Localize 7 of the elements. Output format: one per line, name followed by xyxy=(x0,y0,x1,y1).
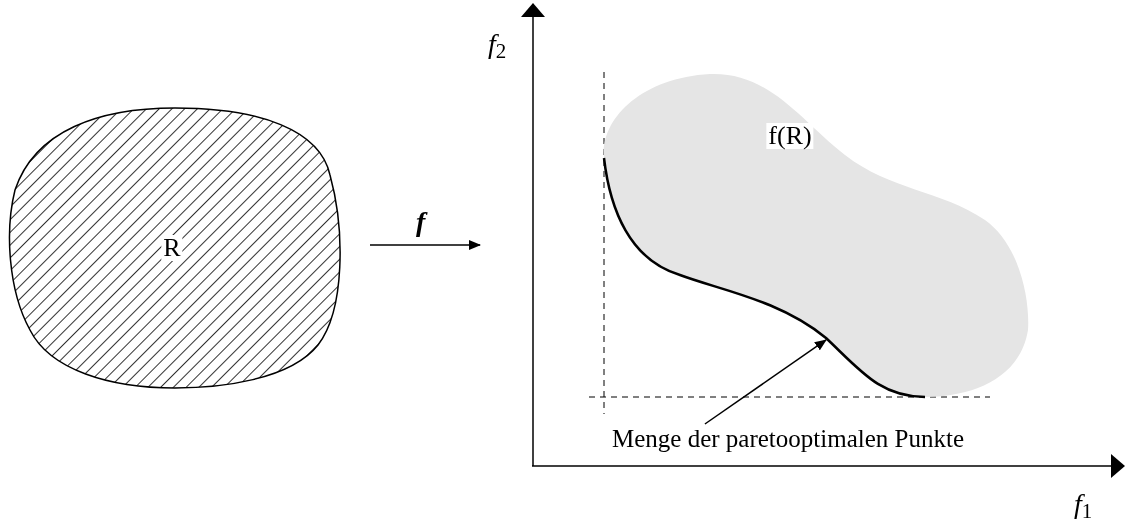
region-label: R xyxy=(161,235,183,261)
axis-label: f$_{2}$ xyxy=(488,30,507,58)
region-label: f(R) xyxy=(766,123,814,149)
callout-text: Menge der paretooptimalen Punkte xyxy=(612,424,1072,454)
axis-label: f$_{1}$ xyxy=(1074,490,1093,518)
leader-line xyxy=(704,339,827,425)
mapping-label: f xyxy=(416,208,426,236)
